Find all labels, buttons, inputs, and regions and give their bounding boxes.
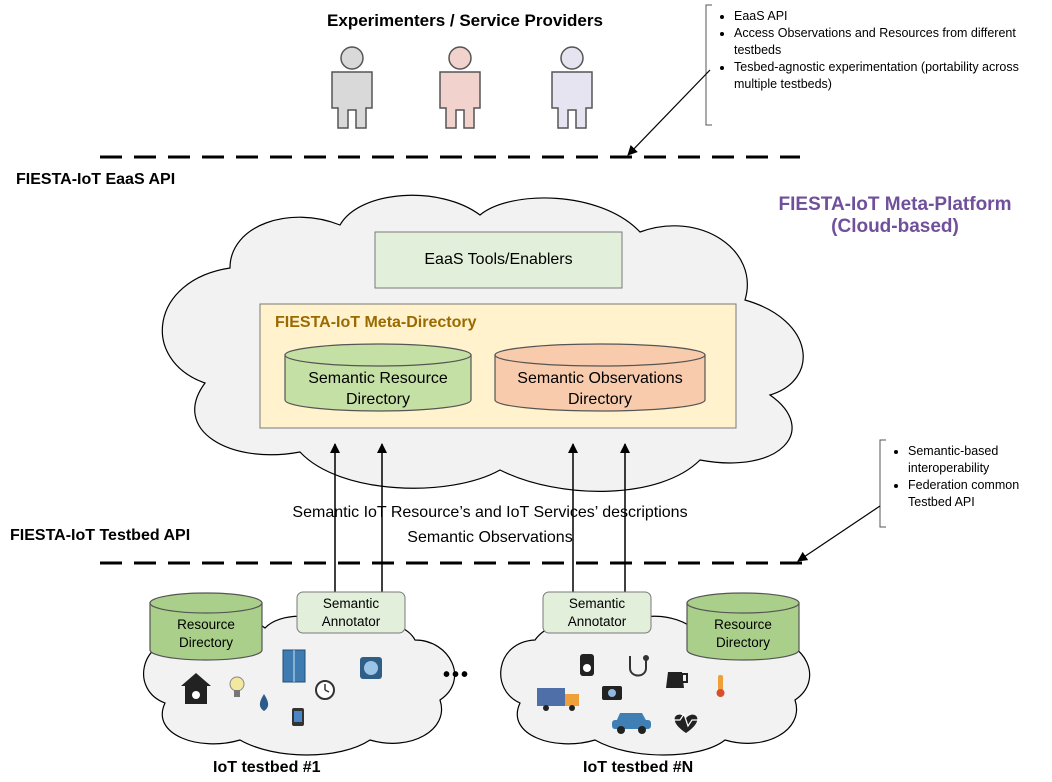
- annotator-box-n: [542, 591, 652, 634]
- semantic-resource-cylinder: [284, 343, 472, 412]
- note-top-arrow: [627, 69, 711, 156]
- annotator-label-n: Semantic Annotator: [567, 595, 627, 629]
- tools-box: [374, 231, 623, 289]
- resource-directory-label-1: Resource Directory: [177, 617, 235, 650]
- water-drop-icon: [259, 694, 269, 711]
- note-bottom-item: Federation common Testbed API: [908, 477, 1052, 511]
- alarm-clock-icon: [315, 680, 335, 700]
- note-bottom-item: Semantic-based interoperability: [908, 443, 1052, 477]
- smart-home-icon: [181, 673, 211, 704]
- stethoscope-icon: [629, 655, 649, 677]
- car-icon: [612, 713, 651, 734]
- heart-monitor-icon: [672, 712, 700, 733]
- tools-box-label: EaaS Tools/Enablers: [424, 251, 573, 268]
- testbed-1-label: IoT testbed #1: [213, 759, 321, 776]
- smartwatch-icon: [292, 708, 304, 726]
- semantic-resource-label: Semantic Resource Directory: [308, 370, 448, 408]
- note-bottom-bracket: [879, 439, 886, 528]
- testbed-api-label: FIESTA-IoT Testbed API: [10, 527, 191, 544]
- meta-platform-title: FIESTA-IoT Meta-Platform (Cloud-based): [755, 194, 1035, 238]
- meta-platform-line2: (Cloud-based): [831, 216, 959, 237]
- descriptions-label: Semantic IoT Resource’s and IoT Services…: [292, 504, 688, 521]
- resource-directory-cylinder-n: [686, 592, 800, 661]
- observations-flow-label: Semantic Observations: [407, 529, 573, 546]
- camera-icon: [602, 686, 622, 700]
- eaas-api-label: FIESTA-IoT EaaS API: [16, 171, 176, 188]
- air-purifier-icon: [360, 657, 382, 679]
- person-icon-gray: [331, 46, 373, 129]
- person-icon-pink: [439, 46, 481, 129]
- person-icon-lavender: [551, 46, 593, 129]
- annotator-box-1: [296, 591, 406, 634]
- note-top-item: Access Observations and Resources from d…: [734, 25, 1048, 59]
- experimenters-label: Experimenters / Service Providers: [327, 11, 603, 30]
- semantic-observations-label: Semantic Observations Directory: [517, 370, 683, 408]
- note-bottom: Semantic-based interoperability Federati…: [892, 443, 1052, 511]
- resource-directory-cylinder-1: [149, 592, 263, 661]
- annotator-label-1: Semantic Annotator: [321, 595, 381, 629]
- meta-platform-line1: FIESTA-IoT Meta-Platform: [778, 194, 1012, 215]
- note-top-item: Tesbed-agnostic experimentation (portabi…: [734, 59, 1048, 93]
- fridge-icon: [282, 649, 306, 683]
- note-top-bracket: [705, 4, 712, 126]
- note-top-item: EaaS API: [734, 8, 1048, 25]
- thermometer-icon: [716, 675, 725, 697]
- note-top: EaaS API Access Observations and Resourc…: [718, 8, 1048, 93]
- lightbulb-icon: [229, 676, 245, 697]
- testbed-n-label: IoT testbed #N: [583, 759, 694, 776]
- smart-speaker-icon: [580, 654, 594, 676]
- meta-directory-title: FIESTA-IoT Meta-Directory: [275, 314, 477, 331]
- delivery-truck-icon: [537, 688, 579, 711]
- semantic-observations-cylinder: [494, 343, 706, 412]
- ellipsis: •••: [443, 664, 471, 686]
- note-bottom-arrow: [797, 505, 881, 562]
- coffee-maker-icon: [666, 672, 688, 688]
- resource-directory-label-n: Resource Directory: [714, 617, 772, 650]
